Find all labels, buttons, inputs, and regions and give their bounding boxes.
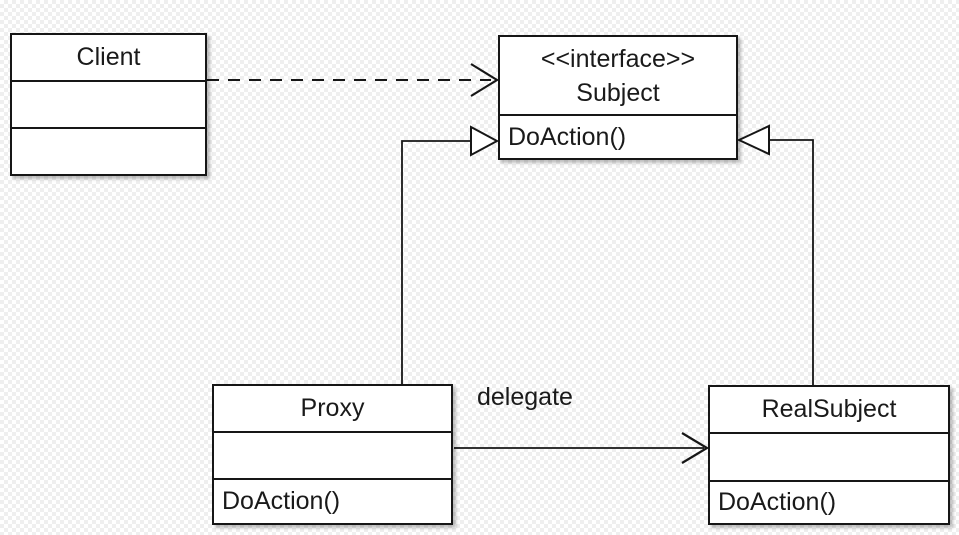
hollow-triangle-proxy-realization bbox=[470, 125, 500, 157]
class-name-realsubject: RealSubject bbox=[761, 395, 897, 423]
subject-stereotype-label: <<interface>> bbox=[540, 44, 696, 73]
realsubject-attributes-compartment bbox=[710, 432, 948, 480]
class-name-subject: Subject bbox=[576, 78, 660, 107]
open-arrowhead-delegate bbox=[681, 432, 710, 464]
hollow-triangle-realsubject-realization bbox=[736, 124, 770, 156]
class-box-proxy: Proxy DoAction() bbox=[212, 384, 453, 525]
subject-header-compartment: <<interface>> Subject bbox=[500, 37, 736, 114]
delegate-edge-label: delegate bbox=[477, 383, 573, 411]
open-arrowhead-dependency bbox=[470, 63, 500, 97]
proxy-attributes-compartment bbox=[214, 431, 451, 478]
class-name-proxy: Proxy bbox=[300, 394, 365, 422]
realization-line-realsubject-to-subject bbox=[769, 139, 814, 385]
class-name-client: Client bbox=[76, 43, 141, 71]
class-box-client: Client bbox=[10, 33, 207, 176]
proxy-method-label: DoAction() bbox=[214, 478, 451, 523]
subject-method-label: DoAction() bbox=[500, 114, 736, 158]
realsubject-method-label: DoAction() bbox=[710, 480, 948, 523]
class-box-realsubject: RealSubject DoAction() bbox=[708, 385, 950, 525]
client-methods-compartment bbox=[12, 127, 205, 174]
realization-line-proxy-to-subject bbox=[401, 140, 471, 384]
class-box-subject: <<interface>> Subject DoAction() bbox=[498, 35, 738, 160]
client-attributes-compartment bbox=[12, 80, 205, 127]
